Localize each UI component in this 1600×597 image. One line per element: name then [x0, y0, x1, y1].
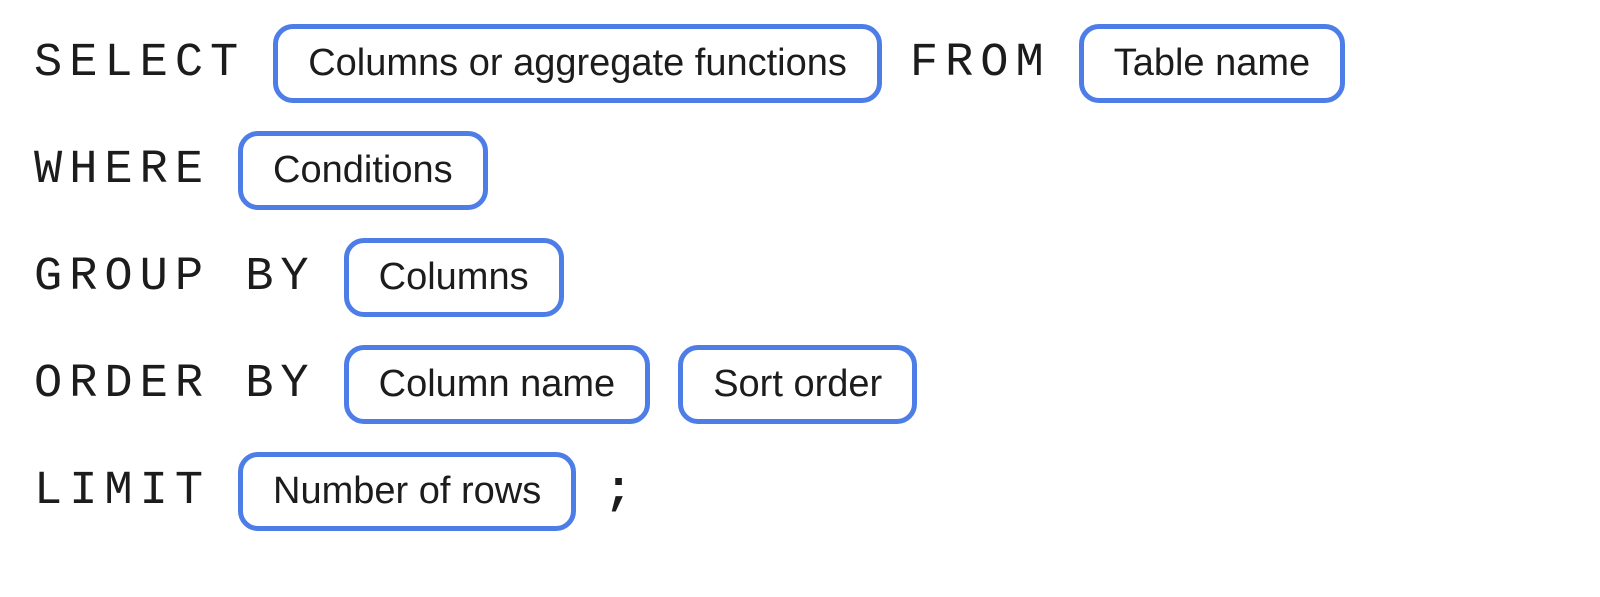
keyword-limit: LIMIT: [34, 465, 211, 518]
sql-line-group-by: GROUP BY Columns: [34, 224, 1600, 331]
placeholder-conditions: Conditions: [238, 130, 488, 211]
placeholder-number-of-rows: Number of rows: [238, 451, 577, 532]
sql-syntax-diagram: SELECT Columns or aggregate functions FR…: [34, 10, 1600, 545]
sql-line-limit: LIMIT Number of rows ;: [34, 438, 1600, 545]
sql-line-order-by: ORDER BY Column name Sort order: [34, 331, 1600, 438]
placeholder-columns: Columns: [343, 237, 564, 318]
keyword-order-by: ORDER BY: [34, 358, 316, 411]
sql-line-select-from: SELECT Columns or aggregate functions FR…: [34, 10, 1600, 117]
keyword-from: FROM: [909, 37, 1051, 90]
keyword-where: WHERE: [34, 144, 211, 197]
sql-line-where: WHERE Conditions: [34, 117, 1600, 224]
keyword-group-by: GROUP BY: [34, 251, 316, 304]
keyword-select: SELECT: [34, 37, 246, 90]
placeholder-column-name: Column name: [343, 344, 651, 425]
placeholder-sort-order: Sort order: [678, 344, 918, 425]
statement-terminator-semicolon: ;: [604, 465, 633, 518]
placeholder-columns-or-aggregate-functions: Columns or aggregate functions: [273, 23, 882, 104]
placeholder-table-name: Table name: [1078, 23, 1346, 104]
